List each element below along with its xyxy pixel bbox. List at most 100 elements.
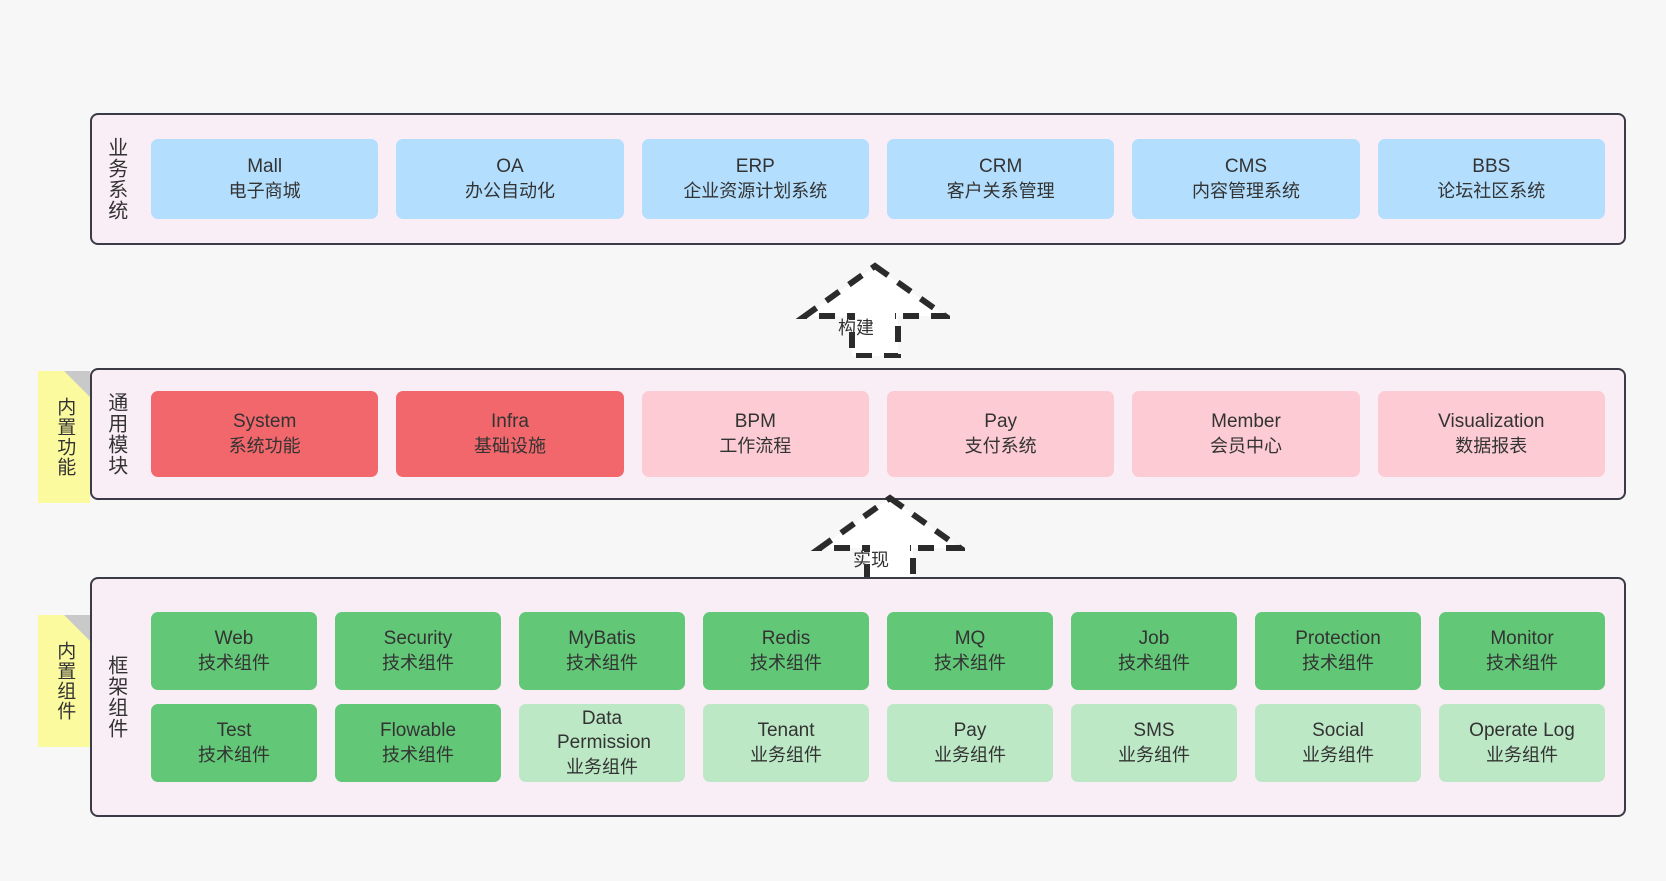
card-desc: 业务组件 [1302, 744, 1374, 765]
note-label: 内置功能 [54, 397, 76, 477]
card-desc: 技术组件 [566, 652, 638, 673]
card-title: Mall [247, 156, 283, 178]
layer-framework-component: 框架组件 Web 技术组件 Security 技术组件 MyBatis 技术组件… [90, 577, 1626, 817]
card-title: MQ [954, 628, 986, 650]
card-desc: 业务组件 [566, 756, 638, 777]
card-member[interactable]: Member 会员中心 [1132, 391, 1360, 477]
card-desc: 内容管理系统 [1191, 180, 1300, 201]
card-social[interactable]: Social 业务组件 [1255, 704, 1421, 782]
card-desc: 办公自动化 [464, 180, 555, 201]
card-title: SMS [1133, 720, 1175, 742]
card-test[interactable]: Test 技术组件 [151, 704, 317, 782]
card-bpm[interactable]: BPM 工作流程 [641, 391, 869, 477]
card-desc: 技术组件 [382, 744, 454, 765]
card-title: Infra [490, 411, 529, 433]
framework-row-technical: Web 技术组件 Security 技术组件 MyBatis 技术组件 Redi… [142, 612, 1614, 690]
card-desc: 技术组件 [750, 652, 822, 673]
card-job[interactable]: Job 技术组件 [1071, 612, 1237, 690]
card-title: Monitor [1490, 628, 1554, 650]
card-desc: 企业资源计划系统 [683, 180, 828, 201]
card-mq[interactable]: MQ 技术组件 [887, 612, 1053, 690]
card-tenant[interactable]: Tenant 业务组件 [703, 704, 869, 782]
connector-implement-label: 实现 [853, 550, 889, 570]
card-title: BPM [734, 411, 776, 433]
card-pay[interactable]: Pay 支付系统 [886, 391, 1115, 477]
card-title: Redis [761, 628, 811, 650]
card-system[interactable]: System 系统功能 [151, 391, 379, 477]
layer-body-business-system: Mall 电子商城 OA 办公自动化 ERP 企业资源计划系统 CRM 客户关系… [138, 115, 1624, 243]
card-mybatis[interactable]: MyBatis 技术组件 [519, 612, 685, 690]
card-title: Social [1312, 720, 1364, 742]
card-flowable[interactable]: Flowable 技术组件 [335, 704, 501, 782]
card-title: ERP [735, 156, 775, 178]
card-security[interactable]: Security 技术组件 [335, 612, 501, 690]
card-title: System [232, 411, 297, 433]
card-desc: 业务组件 [750, 744, 822, 765]
card-desc: 业务组件 [1486, 744, 1558, 765]
layer-business-system: 业务系统 Mall 电子商城 OA 办公自动化 ERP 企业资源计划系统 CRM… [90, 113, 1626, 245]
card-oa[interactable]: OA 办公自动化 [396, 139, 624, 219]
note-fold-corner-icon [64, 615, 90, 641]
card-desc: 技术组件 [198, 652, 270, 673]
card-title: MyBatis [568, 628, 636, 650]
card-desc: 工作流程 [719, 435, 792, 456]
connector-build: 构建 [770, 258, 950, 358]
card-desc: 技术组件 [1486, 652, 1558, 673]
card-title: Data Permission [557, 708, 651, 754]
card-cms[interactable]: CMS 内容管理系统 [1132, 139, 1360, 219]
connector-build-label: 构建 [838, 318, 874, 338]
layer-body-common-module: System 系统功能 Infra 基础设施 BPM 工作流程 Pay 支付系统… [138, 370, 1624, 498]
card-protection[interactable]: Protection 技术组件 [1255, 612, 1421, 690]
card-title: Protection [1295, 628, 1381, 650]
card-desc: 电子商城 [228, 180, 301, 201]
card-mall[interactable]: Mall 电子商城 [151, 139, 379, 219]
card-desc: 系统功能 [228, 435, 301, 456]
card-desc: 业务组件 [1118, 744, 1190, 765]
card-desc: 会员中心 [1209, 435, 1282, 456]
layer-title-business-system: 业务系统 [104, 137, 127, 221]
card-erp[interactable]: ERP 企业资源计划系统 [641, 139, 869, 219]
card-title: Security [383, 628, 453, 650]
card-desc: 技术组件 [1118, 652, 1190, 673]
card-operate-log[interactable]: Operate Log 业务组件 [1439, 704, 1605, 782]
note-label: 内置组件 [54, 641, 76, 721]
card-data-permission[interactable]: Data Permission 业务组件 [519, 704, 685, 782]
card-redis[interactable]: Redis 技术组件 [703, 612, 869, 690]
note-builtin-component: 内置组件 [38, 615, 90, 747]
card-desc: 数据报表 [1455, 435, 1528, 456]
card-title: CRM [979, 156, 1023, 178]
card-desc: 技术组件 [382, 652, 454, 673]
card-infra[interactable]: Infra 基础设施 [396, 391, 624, 477]
layer-title-framework-component: 框架组件 [104, 655, 127, 739]
card-title: Visualization [1438, 411, 1545, 433]
card-desc: 技术组件 [934, 652, 1006, 673]
card-desc: 论坛社区系统 [1437, 180, 1546, 201]
card-desc: 业务组件 [934, 744, 1006, 765]
card-title: Tenant [757, 720, 815, 742]
card-title: Pay [953, 720, 987, 742]
card-bbs[interactable]: BBS 论坛社区系统 [1377, 139, 1605, 219]
card-title: CMS [1224, 156, 1268, 178]
card-monitor[interactable]: Monitor 技术组件 [1439, 612, 1605, 690]
connector-implement: 实现 [785, 490, 965, 590]
card-title: Pay [984, 411, 1018, 433]
card-title: Web [214, 628, 254, 650]
card-title: Member [1211, 411, 1281, 433]
layer-body-framework-component: Web 技术组件 Security 技术组件 MyBatis 技术组件 Redi… [138, 579, 1624, 815]
card-desc: 支付系统 [964, 435, 1037, 456]
card-visualization[interactable]: Visualization 数据报表 [1377, 391, 1605, 477]
layer-title-common-module: 通用模块 [104, 392, 127, 476]
card-crm[interactable]: CRM 客户关系管理 [886, 139, 1115, 219]
card-title: Job [1138, 628, 1170, 650]
note-fold-corner-icon [64, 371, 90, 397]
card-web[interactable]: Web 技术组件 [151, 612, 317, 690]
card-sms[interactable]: SMS 业务组件 [1071, 704, 1237, 782]
layer-common-module: 通用模块 System 系统功能 Infra 基础设施 BPM 工作流程 Pay… [90, 368, 1626, 500]
card-title: BBS [1472, 156, 1511, 178]
note-builtin-function: 内置功能 [38, 371, 90, 503]
card-desc: 客户关系管理 [946, 180, 1055, 201]
card-desc: 技术组件 [1302, 652, 1374, 673]
card-desc: 技术组件 [198, 744, 270, 765]
card-pay-business[interactable]: Pay 业务组件 [887, 704, 1053, 782]
